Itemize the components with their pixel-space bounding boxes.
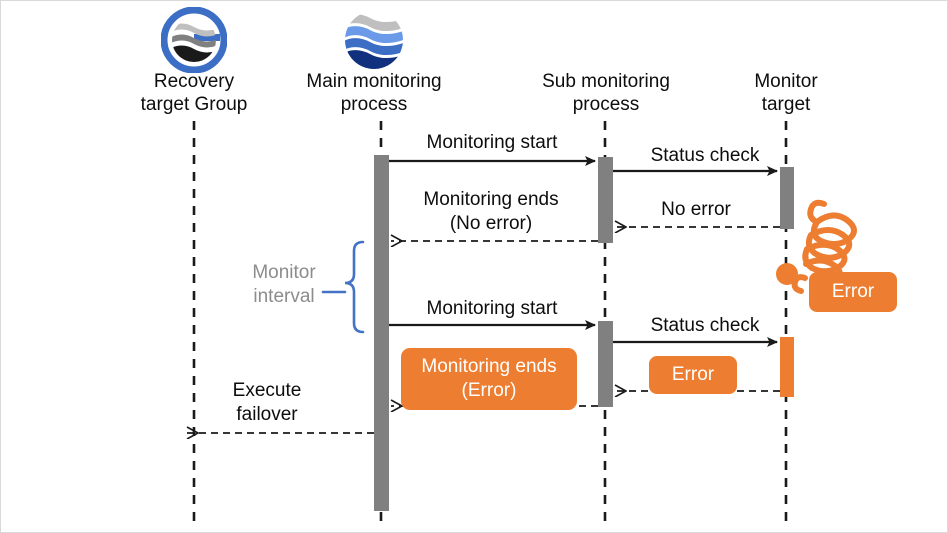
- activation-bar-monitor-target-1: [780, 167, 794, 229]
- activation-bar-main-process: [374, 155, 389, 511]
- monitor-interval-line2: interval: [253, 286, 315, 307]
- message-label-monitoring-start-2: Monitoring start: [426, 298, 558, 319]
- badge-error-sub-process: Error: [649, 356, 737, 394]
- message-label-monitoring-ends-no-error: Monitoring ends (No error): [391, 188, 591, 236]
- message-line1: Execute: [232, 380, 302, 401]
- actor-label-line2: target: [761, 94, 811, 115]
- badge-line2: (Error): [461, 380, 517, 401]
- main-process-logo-icon: [341, 7, 407, 73]
- actor-label-line1: Sub monitoring: [542, 71, 670, 92]
- activation-bar-monitor-target-error: [780, 337, 794, 397]
- message-label-status-check-2: Status check: [650, 315, 760, 336]
- monitor-interval-brace-icon: [321, 240, 365, 334]
- monitor-interval-label: Monitor interval: [229, 261, 339, 309]
- actor-label-line2: process: [340, 94, 408, 115]
- message-label-status-check-1: Status check: [650, 145, 760, 166]
- message-line2: (No error): [449, 213, 533, 234]
- message-label-monitoring-start-1: Monitoring start: [426, 132, 558, 153]
- monitor-interval-line1: Monitor: [252, 262, 316, 283]
- message-label-execute-failover: Execute failover: [177, 379, 357, 427]
- message-line2: failover: [236, 404, 298, 425]
- actor-label-line2: process: [572, 94, 640, 115]
- badge-error-monitor-target: Error: [809, 272, 897, 312]
- actor-label-line1: Main monitoring: [306, 71, 442, 92]
- actor-label-line1: Monitor: [754, 71, 818, 92]
- badge-monitoring-ends-error: Monitoring ends (Error): [401, 348, 577, 410]
- actor-label-line2: target Group: [140, 94, 248, 115]
- recovery-group-logo-icon: [160, 6, 228, 74]
- message-label-no-error: No error: [661, 199, 731, 220]
- badge-line1: Monitoring ends: [421, 356, 557, 377]
- actor-label-line1: Recovery: [153, 71, 235, 92]
- actor-monitor-target: Monitor target: [686, 70, 886, 116]
- message-line1: Monitoring ends: [423, 189, 559, 210]
- actor-main-monitoring-process: Main monitoring process: [274, 70, 474, 116]
- error-marker-dot-icon: [776, 263, 798, 285]
- actor-sub-monitoring-process: Sub monitoring process: [506, 70, 706, 116]
- activation-bar-sub-process-1: [598, 157, 613, 243]
- activation-bar-sub-process-2: [598, 321, 613, 407]
- actor-recovery-target-group: Recovery target Group: [94, 70, 294, 116]
